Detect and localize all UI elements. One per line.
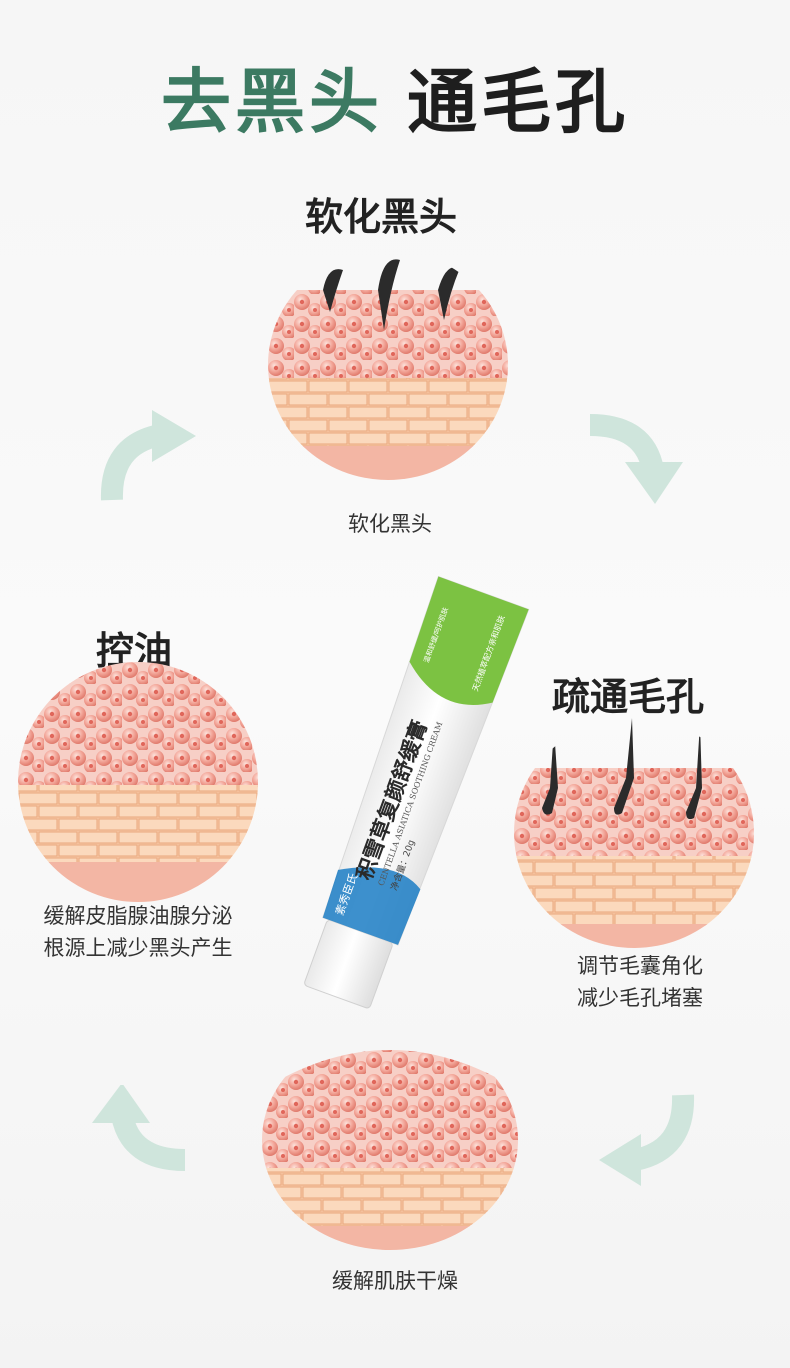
left-caption-line2: 根源上减少黑头产生 xyxy=(43,936,233,960)
product-tube: 素秀臣氏 积雪草复颜舒缓膏 CENTELLA ASIATICA SOOTHING… xyxy=(304,575,530,1009)
left-caption-line1: 缓解皮脂腺油腺分泌 xyxy=(43,904,233,928)
arrow-top-right-icon xyxy=(589,414,683,504)
bottom-caption: 缓解肌肤干燥 xyxy=(332,1269,458,1293)
skin-illustration-left xyxy=(18,662,258,902)
top-caption: 软化黑头 xyxy=(348,512,432,536)
skin-illustration-right xyxy=(514,718,754,948)
left-caption: 缓解皮脂腺油腺分泌 根源上减少黑头产生 xyxy=(0,900,276,964)
headline: 去黑头通毛孔 xyxy=(0,46,790,147)
arrow-bottom-left-icon xyxy=(92,1085,186,1171)
top-title: 软化黑头 xyxy=(305,195,458,239)
right-caption-line1: 调节毛囊角化 xyxy=(577,954,703,978)
skin-illustration-top xyxy=(268,250,508,480)
headline-part2: 通毛孔 xyxy=(407,61,629,143)
headline-part1: 去黑头 xyxy=(161,61,383,143)
right-caption-line2: 减少毛孔堵塞 xyxy=(577,986,703,1010)
right-caption: 调节毛囊角化 减少毛孔堵塞 xyxy=(520,950,760,1014)
right-title: 疏通毛孔 xyxy=(552,675,705,719)
arrow-bottom-right-icon xyxy=(599,1094,695,1186)
arrow-top-left-icon xyxy=(100,410,196,501)
skin-illustration-bottom xyxy=(262,1030,518,1250)
